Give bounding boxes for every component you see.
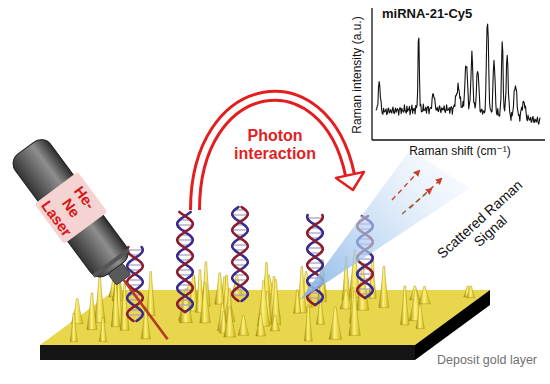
base-pair [307,217,323,218]
arrow-head [336,172,364,190]
laser-body [8,135,133,282]
base-pair [177,254,193,255]
gold-nanopillar [379,266,389,307]
process-label: Photon interaction [234,127,316,164]
gold-nanopillar [146,272,155,316]
base-pair [308,262,323,263]
base-pair [232,244,248,245]
process-label-text: Photon interaction [234,127,316,164]
base-pair [177,304,193,305]
gold-nanopillar [70,313,77,341]
chart-title-text: miRNA-21-Cy5 [382,7,472,22]
dna-strand [127,247,143,321]
base-pair [178,289,193,290]
base-pair [307,297,323,298]
base-pair [232,214,248,215]
curved-arrow [195,96,364,210]
base-pair [128,279,143,280]
base-pair [127,264,143,265]
axis-label-text: Raman shift (cm⁻¹) [409,145,511,159]
gold-nanopillar [416,305,424,329]
dna-strand [232,207,248,301]
gold-nanopillar [111,283,120,327]
base-pair [307,232,323,233]
spectrum-line [376,24,540,124]
dna-double-helix [177,212,193,312]
laser-nozzle [108,263,131,285]
gold-nanopillar [94,277,105,323]
gold-nanopillar [349,291,360,335]
gold-nanopillar [224,307,236,337]
gold-nanopillar [401,286,409,325]
axis-label-text: Raman intensity (a.u.) [351,16,365,133]
gold-nanopillar [329,307,341,340]
base-pair [233,279,248,280]
axis-label: Raman intensity (a.u.) [351,16,365,133]
gold-nanopillar [270,315,279,330]
dna-strand [127,247,143,321]
base-pair [307,247,323,248]
base-pair [178,269,193,270]
dna-strand [232,207,248,301]
dna-double-helix [127,247,143,321]
part-label-text: Deposit gold layer [437,353,537,367]
y-axis [371,8,372,140]
gold-nanopillar [304,305,312,341]
laser-beam [124,280,168,339]
dna-double-helix [232,207,248,301]
base-pair [232,294,248,295]
gold-nanopillar [87,293,97,330]
gold-nanopillar [340,290,352,309]
device-name: He-Ne Laser [34,172,107,244]
gold-nanopillar [294,290,302,313]
base-pair [177,224,193,225]
x-axis [372,139,545,140]
axis-label: Raman shift (cm⁻¹) [409,145,511,159]
scattered-light [300,150,470,300]
base-pair [177,239,193,240]
arrow-inner [195,96,350,210]
gold-nanopillar [238,316,249,336]
scatter-ray [402,190,430,214]
gold-nanopillar [120,284,129,330]
raman-spectrum-chart [372,8,545,140]
gold-nanopillar [419,286,431,303]
chart-title: miRNA-21-Cy5 [382,7,472,22]
base-pair [357,273,373,274]
gold-nanopillar [200,283,211,323]
base-pair [233,259,248,260]
base-pair [127,314,143,315]
laser-device [8,135,185,352]
base-pair [232,229,248,230]
part-label: Deposit gold layer [437,353,537,367]
laser-label-plate: He-Ne Laser [5,134,136,282]
substrate-front [40,345,415,360]
gold-nanopillar [467,286,475,298]
dna-strand [177,212,193,312]
base-pair [127,249,143,250]
gold-nanopillar [99,317,107,341]
scatter-cone [300,150,470,300]
base-pair [357,288,373,289]
gold-nanopillar [215,273,225,304]
dna-strand [177,212,193,312]
gold-nanopillar [256,314,266,336]
scatter-ray [392,172,418,200]
nanopillar-array [70,250,475,342]
arrow-outline [195,96,350,210]
